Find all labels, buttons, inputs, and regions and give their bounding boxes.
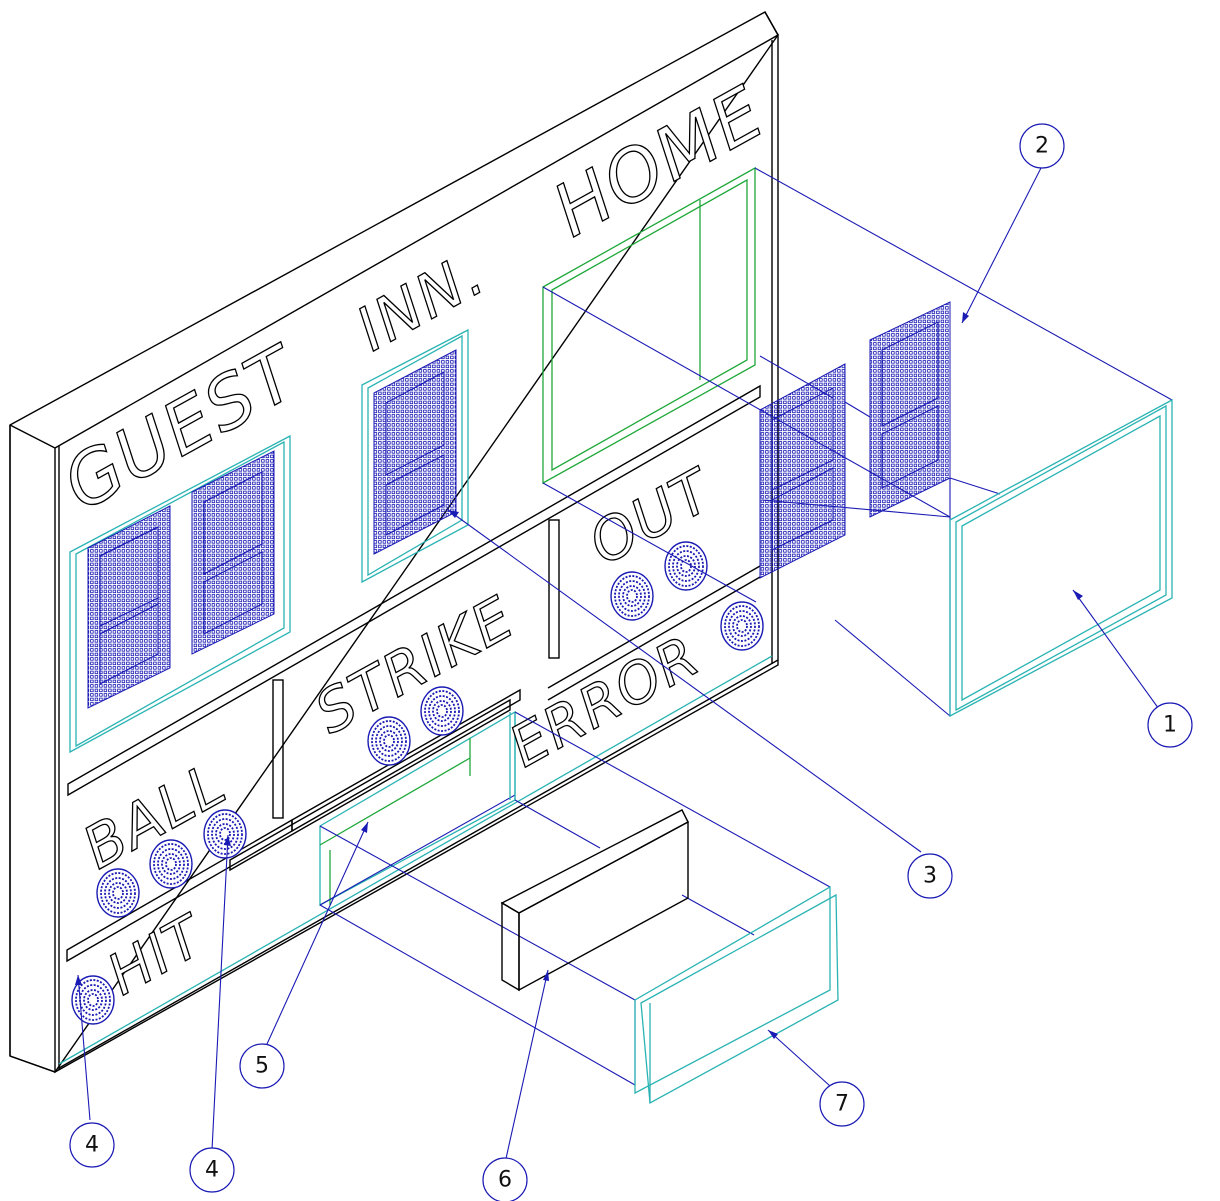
callout-label: 3: [923, 864, 937, 889]
callout-4: 4: [189, 1147, 235, 1193]
callout-label: 5: [255, 1054, 269, 1079]
callout-label: 1: [1163, 713, 1177, 738]
home-digit-box: [542, 167, 1173, 718]
loose-digit-modules: [759, 301, 951, 579]
callout-1: 1: [1147, 702, 1193, 748]
callout-bubbles: 1 2 3 4 4 5 6 7: [69, 123, 1193, 1201]
callout-2: 2: [1019, 123, 1065, 169]
callout-3: 3: [907, 853, 953, 899]
indicator-lamp: [720, 601, 764, 651]
lower-plate: [500, 809, 689, 992]
indicator-lamp: [610, 571, 654, 621]
callout-label: 2: [1035, 134, 1049, 159]
indicator-lamp: [664, 541, 708, 591]
lower-window: [319, 710, 516, 907]
callout-5: 5: [239, 1043, 285, 1089]
strike-label: STRIKE: [304, 583, 526, 747]
hit-label: HIT: [97, 903, 217, 1009]
guest-digit-right: [191, 450, 275, 655]
callout-4: 4: [69, 1122, 115, 1168]
guest-digit-left: [87, 505, 171, 709]
indicator-lamp: [203, 809, 247, 859]
callout-6: 6: [482, 1157, 528, 1201]
indicator-lamp: [149, 839, 193, 889]
home-window: [542, 166, 756, 485]
inning-digit: [373, 349, 457, 555]
inning-label: INN.: [345, 239, 497, 365]
indicator-lamp: [71, 975, 115, 1025]
cabinet: [9, 11, 779, 1074]
guest-digit-frame: [69, 434, 291, 754]
lower-digit-box: [319, 711, 839, 1105]
face-dividers: [66, 384, 761, 963]
indicator-lamp: [96, 868, 140, 918]
home-label: HOME: [540, 70, 779, 253]
callout-label: 7: [835, 1092, 849, 1117]
error-label: ERROR: [499, 623, 711, 780]
callout-label: 4: [85, 1133, 99, 1158]
leader-lines: [75, 165, 1170, 1164]
indicator-lamp: [367, 716, 411, 766]
callout-label: 6: [498, 1168, 512, 1193]
indicator-lamp: [420, 686, 464, 736]
callout-7: 7: [819, 1081, 865, 1127]
callout-label: 4: [205, 1158, 219, 1183]
